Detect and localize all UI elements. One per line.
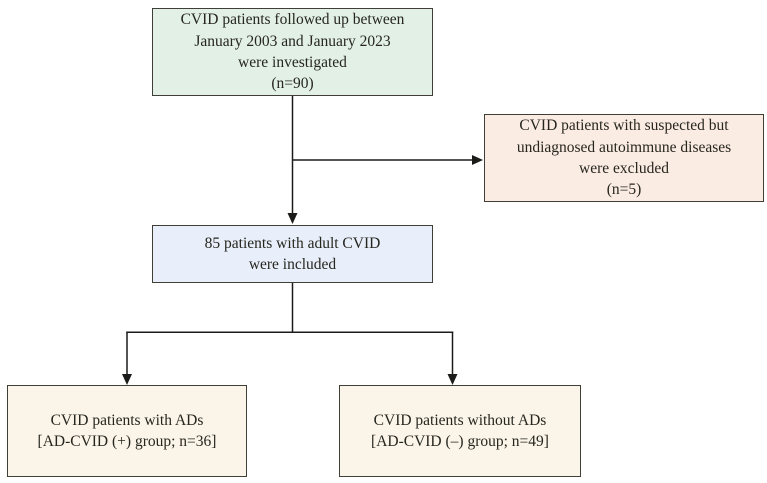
box-investigated-text: CVID patients followed up between Januar…	[180, 11, 405, 93]
box-without-ads-text: CVID patients without ADs [AD-CVID (–) g…	[371, 411, 549, 450]
box-with-ads: CVID patients with ADs [AD-CVID (+) grou…	[7, 385, 247, 477]
box-excluded-text: CVID patients with suspected but undiagn…	[516, 117, 732, 199]
arrowhead-down-icon	[447, 374, 458, 385]
arrowhead-down-icon	[122, 374, 132, 385]
box-included: 85 patients with adult CVID were include…	[152, 225, 433, 283]
box-without-ads: CVID patients without ADs [AD-CVID (–) g…	[339, 385, 581, 477]
box-with-ads-text: CVID patients with ADs [AD-CVID (+) grou…	[37, 411, 217, 450]
box-excluded: CVID patients with suspected but undiagn…	[484, 114, 764, 202]
box-included-text: 85 patients with adult CVID were include…	[204, 234, 381, 273]
arrowhead-right-icon	[472, 155, 483, 165]
box-investigated: CVID patients followed up between Januar…	[152, 8, 433, 96]
arrowhead-down-icon	[287, 213, 298, 224]
